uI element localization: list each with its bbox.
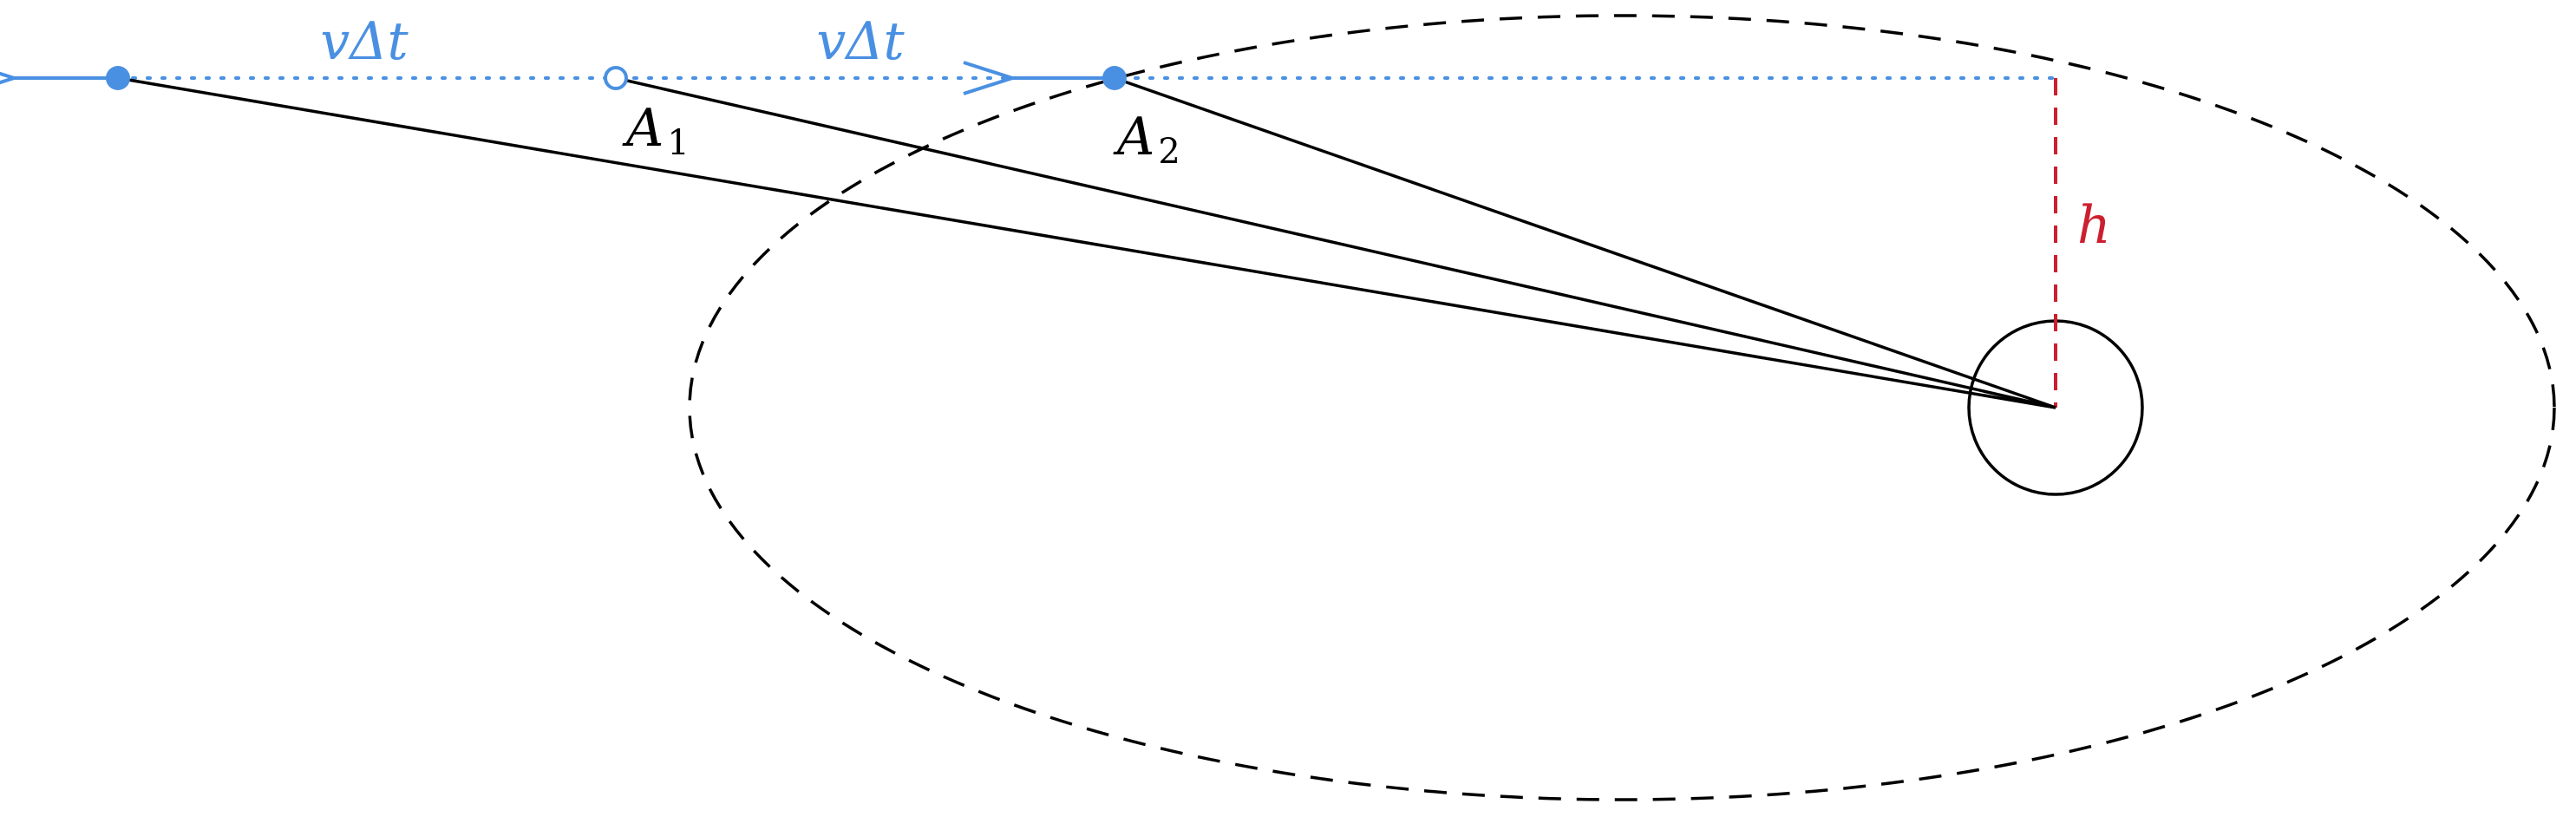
point-label-a2: A 2	[1113, 107, 1180, 172]
radius-line-1	[117, 76, 2056, 409]
point-label-a1: A 1	[622, 98, 690, 163]
orbit-ellipse	[688, 14, 2556, 801]
radius-line-3	[1114, 76, 2056, 409]
position-point-1	[106, 66, 130, 90]
point-label-a2-sub: 2	[1158, 132, 1180, 172]
radius-line-2	[615, 76, 2056, 409]
point-label-a1-main: A	[622, 98, 664, 159]
displacement-label-1: vΔt	[320, 11, 409, 72]
height-label: h	[2077, 195, 2111, 256]
position-point-3	[1102, 66, 1127, 90]
point-label-a2-main: A	[1113, 107, 1154, 167]
position-point-2	[604, 66, 628, 90]
point-label-a1-sub: 1	[667, 123, 689, 163]
displacement-label-2: vΔt	[816, 11, 905, 72]
